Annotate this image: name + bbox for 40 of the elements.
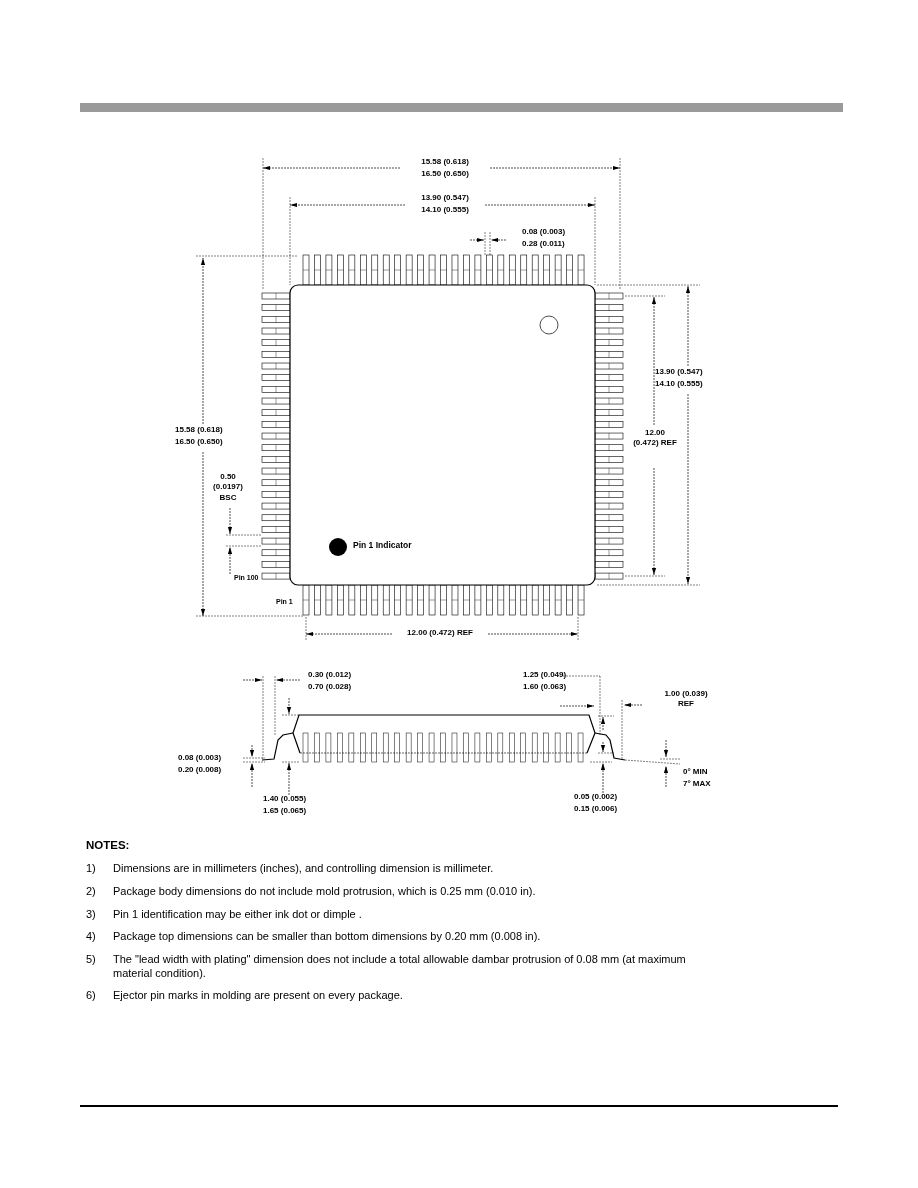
notes-heading: NOTES: (86, 838, 130, 853)
angle-label: 7° MAX (683, 779, 711, 790)
dimension-label: 0.20 (0.008) (178, 765, 222, 776)
dimension-label: 0.15 (0.006) (574, 804, 618, 815)
dimension-label: 12.00 (0.472) REF (632, 428, 678, 449)
dimension-label: 1.60 (0.063) (523, 682, 567, 693)
note-text: Package top dimensions can be smaller than bottom dimensions by 0.20 mm (0.008 in). (113, 929, 541, 944)
dimension-label: 14.10 (0.555) (655, 379, 703, 390)
dimension-label: 0.08 (0.003) (178, 753, 222, 764)
note-text: Dimensions are in millimeters (inches), and controlling dimension is millimeter. (113, 861, 494, 876)
note-text: Ejector pin marks in molding are present on every package. (113, 988, 403, 1003)
dimension-label: 13.90 (0.547) (421, 193, 469, 204)
dimension-label: 12.00 (0.472) REF (407, 628, 473, 639)
dimension-label: 13.90 (0.547) (655, 367, 703, 378)
dimension-label: 1.40 (0.055) (263, 794, 307, 805)
note-number: 4) (86, 929, 96, 944)
note-number: 2) (86, 884, 96, 899)
dimension-label: 1.00 (0.039) REF (663, 689, 709, 710)
dimension-label: 15.58 (0.618) (175, 425, 223, 436)
dimension-label: 14.10 (0.555) (421, 205, 469, 216)
dimension-label: 15.58 (0.618) (421, 157, 469, 168)
dimension-label: 0.30 (0.012) (308, 670, 352, 681)
dimension-label: 0.70 (0.028) (308, 682, 352, 693)
angle-label: 0° MIN (683, 767, 708, 778)
dimension-label: 0.05 (0.002) (574, 792, 618, 803)
note-number: 5) (86, 952, 96, 967)
note-number: 6) (86, 988, 96, 1003)
dimension-label: 0.50 (0.0197) BSC (212, 472, 244, 504)
dimension-label: 0.28 (0.011) (522, 239, 565, 250)
note-text: Package body dimensions do not include mold protrusion, which is 0.25 mm (0.010 in). (113, 884, 536, 899)
note-number: 3) (86, 907, 96, 922)
dimension-label: 1.65 (0.065) (263, 806, 307, 817)
note-number: 1) (86, 861, 96, 876)
note-text: Pin 1 identification may be either ink dot or dimple . (113, 907, 362, 922)
dimension-label: 16.50 (0.650) (175, 437, 223, 448)
dimension-label: 0.08 (0.003) (522, 227, 566, 238)
dimension-label: 16.50 (0.650) (421, 169, 469, 180)
callout-text: Pin 1 Indicator (353, 540, 412, 552)
dimension-label: 1.25 (0.049) (523, 670, 567, 681)
note-text: The "lead width with plating" dimension does not include a total allowable dambar protrusion of 0.08 mm (at maximum material condition). (113, 952, 687, 981)
